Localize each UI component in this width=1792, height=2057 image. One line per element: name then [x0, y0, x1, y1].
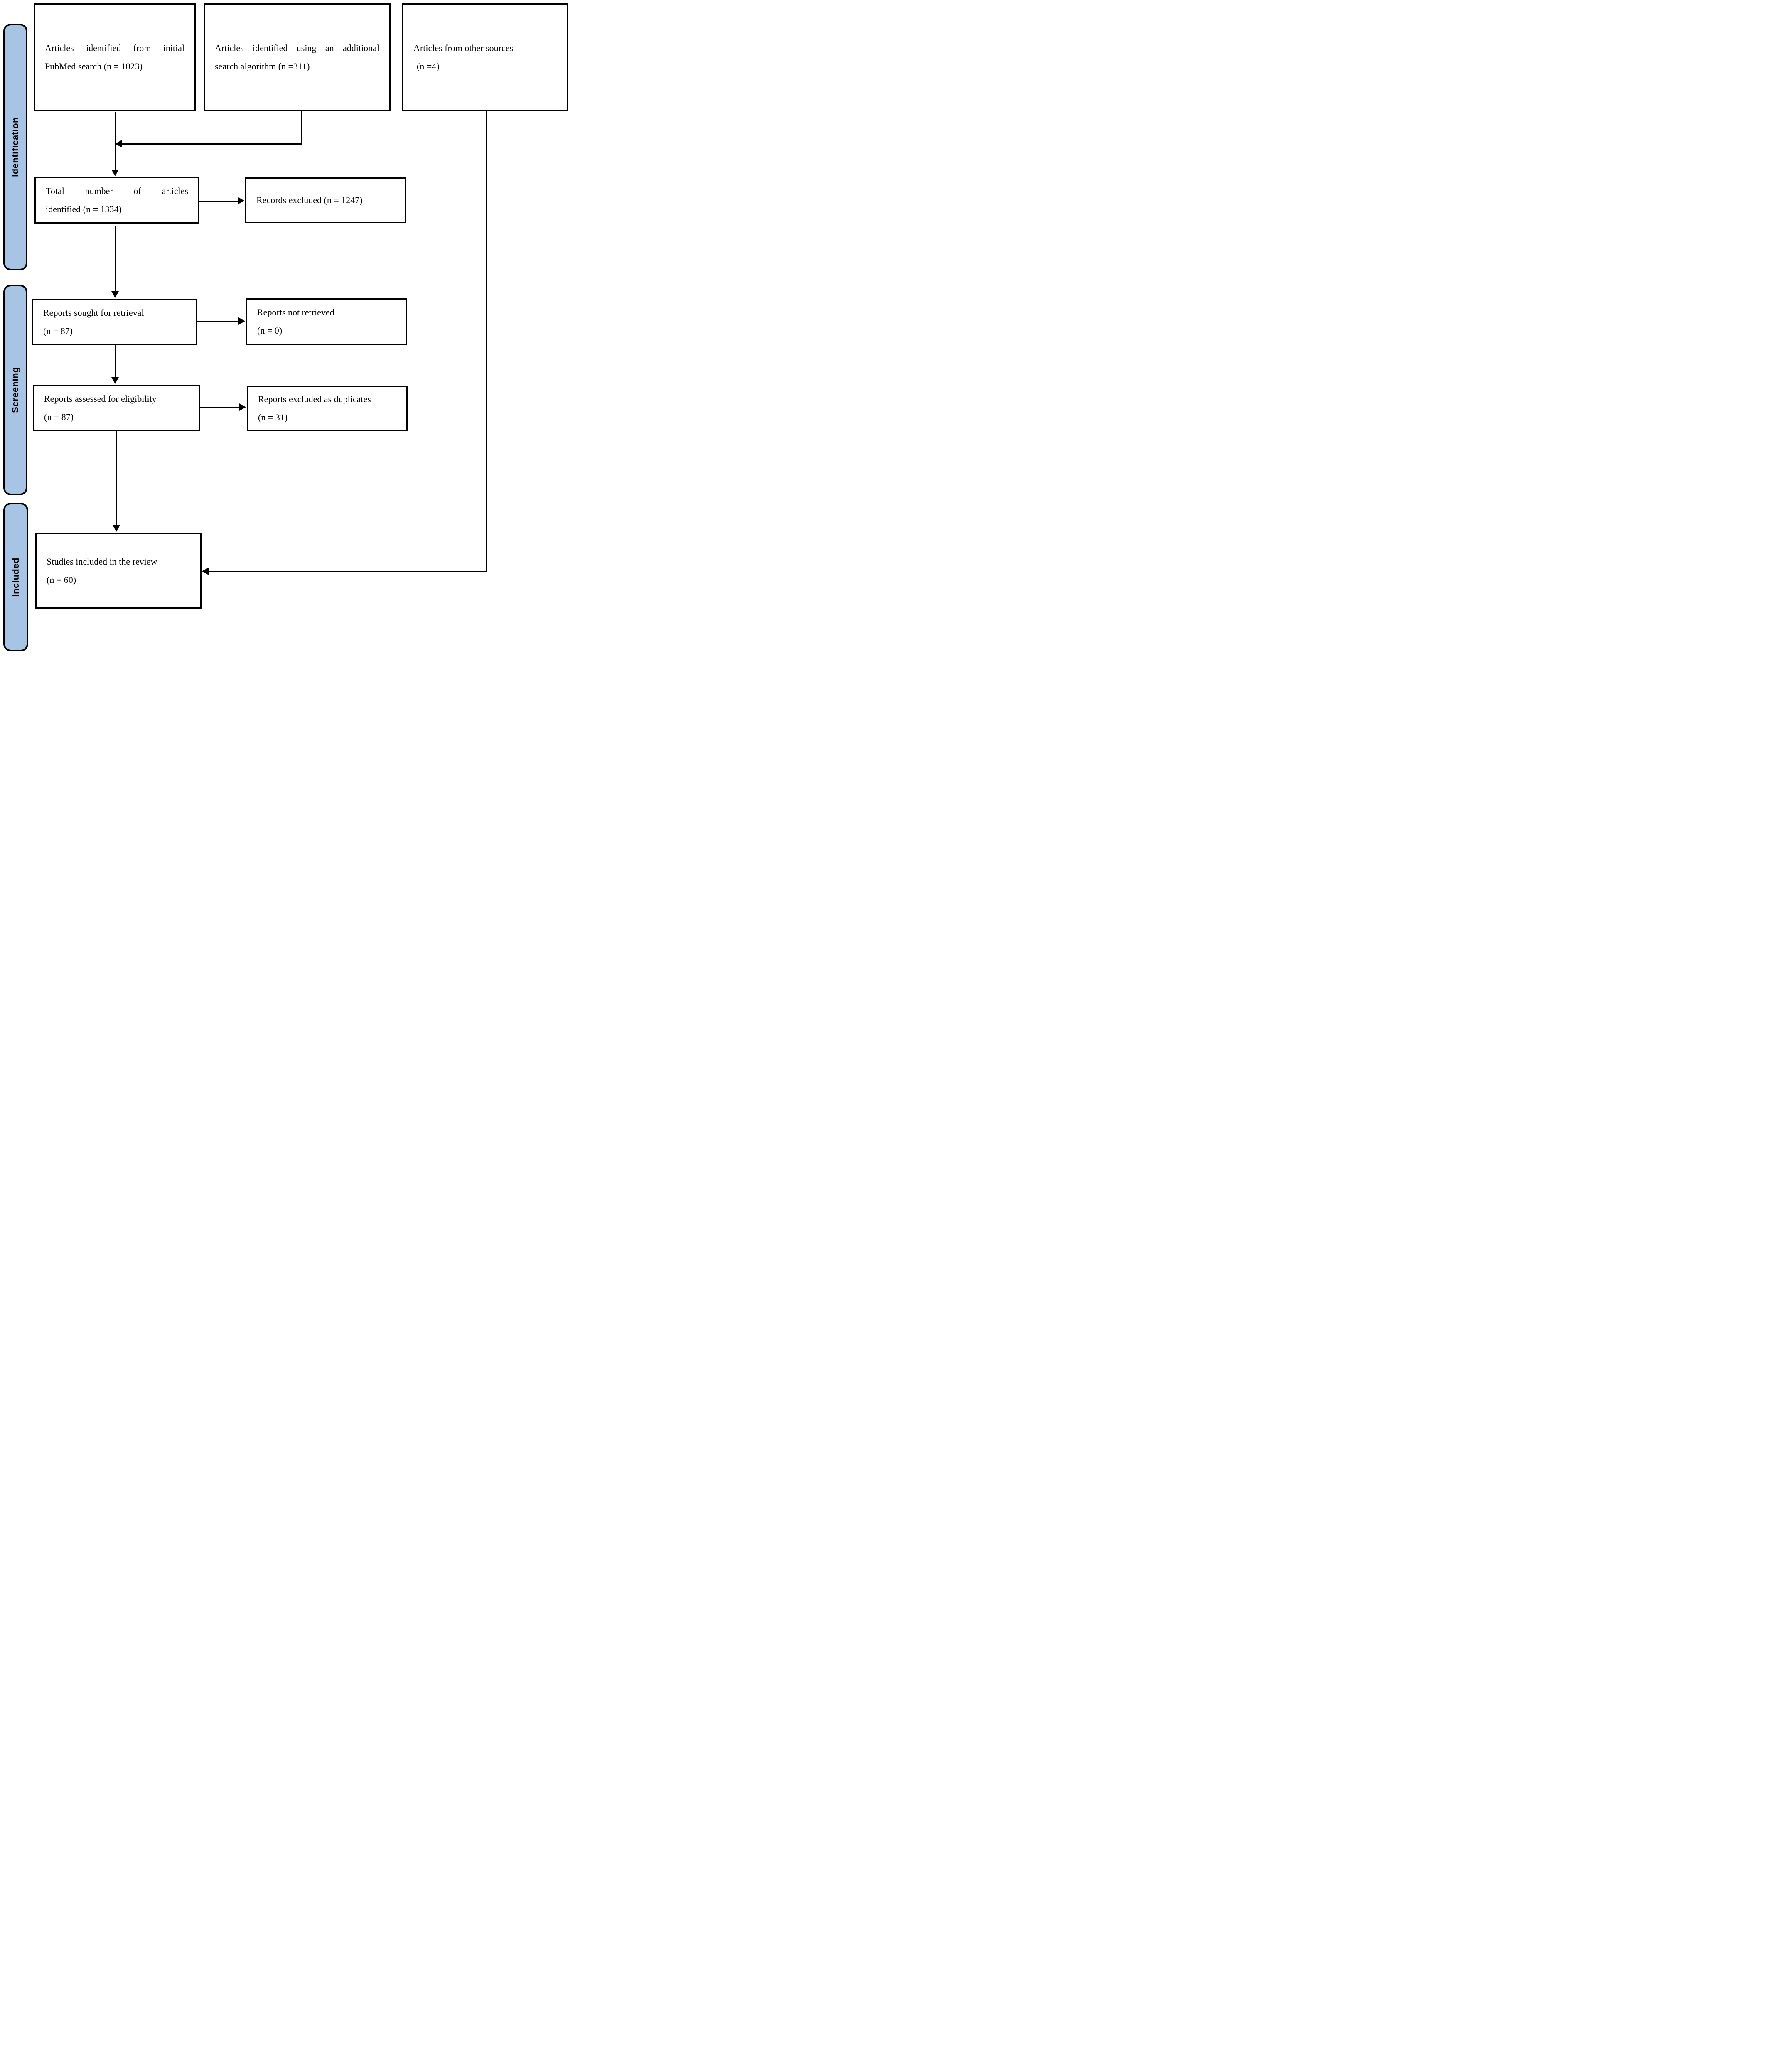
connector-othersources-horizontal — [208, 571, 487, 572]
box-text-line: Articles identified using an additional — [215, 43, 379, 53]
connector-algorithm-down — [301, 111, 302, 144]
box-text-line: (n = 31) — [258, 412, 288, 423]
box-text-line: Studies included in the review — [47, 556, 157, 567]
connector-assessed-to-duplicates — [200, 407, 239, 408]
box-text-line: (n = 0) — [257, 325, 283, 336]
box-text-line: Total number of articles — [46, 186, 188, 196]
stage-pill-screening: Screening — [3, 285, 27, 495]
box-text-line: Reports not retrieved — [257, 307, 334, 317]
stage-label-screening: Screening — [10, 367, 20, 413]
box-text-line: identified (n = 1334) — [46, 204, 122, 214]
box-reports-sought: Reports sought for retrieval (n = 87) — [32, 299, 197, 345]
connector-algorithm-horizontal — [121, 143, 302, 145]
box-text-line: (n =4) — [417, 61, 440, 71]
stage-label-identification: Identification — [10, 117, 20, 177]
box-records-excluded: Records excluded (n = 1247) — [245, 177, 406, 223]
box-text-line: Records excluded (n = 1247) — [256, 195, 363, 205]
arrowhead-right-icon — [238, 197, 244, 204]
connector-assessed-to-included — [116, 431, 117, 526]
box-text-line: (n = 60) — [47, 575, 76, 585]
box-text-line: Reports sought for retrieval — [43, 307, 144, 318]
box-additional-algorithm: Articles identified using an additional … — [204, 3, 391, 111]
stage-pill-included: Included — [3, 503, 28, 651]
box-total-identified: Total number of articles identified (n =… — [34, 177, 199, 224]
box-text-line: (n = 87) — [44, 411, 74, 422]
connector-total-to-sought — [115, 226, 116, 292]
box-reports-assessed: Reports assessed for eligibility (n = 87… — [33, 385, 200, 431]
stage-pill-identification: Identification — [3, 24, 27, 270]
box-other-sources: Articles from other sources (n =4) — [402, 3, 568, 111]
stage-label-included: Included — [10, 557, 21, 597]
arrowhead-down-icon — [113, 525, 120, 532]
box-pubmed-search: Articles identified from initial PubMed … — [34, 3, 196, 111]
arrowhead-down-icon — [111, 291, 119, 298]
connector-sought-to-notretrieved — [197, 321, 238, 322]
arrowhead-right-icon — [238, 317, 245, 325]
box-text-line: PubMed search (n = 1023) — [45, 61, 143, 71]
box-studies-included: Studies included in the review (n = 60) — [35, 533, 202, 609]
box-text-line: Reports excluded as duplicates — [258, 394, 371, 404]
box-reports-not-retrieved: Reports not retrieved (n = 0) — [246, 298, 407, 345]
connector-total-to-excluded — [199, 201, 238, 202]
box-text-line: Reports assessed for eligibility — [44, 393, 157, 404]
connector-sought-to-assessed — [115, 344, 116, 378]
box-text-line: Articles identified from initial — [45, 43, 184, 53]
arrowhead-down-icon — [111, 170, 119, 176]
box-text-line: search algorithm (n =311) — [215, 61, 310, 71]
box-text-line: (n = 87) — [43, 326, 73, 336]
box-reports-excluded-duplicates: Reports excluded as duplicates (n = 31) — [247, 386, 408, 431]
arrowhead-left-icon — [115, 140, 122, 147]
arrowhead-left-icon — [202, 568, 209, 575]
arrowhead-down-icon — [111, 377, 119, 384]
box-text-line: Articles from other sources — [413, 43, 514, 53]
prisma-flow-diagram: Identification Screening Included Articl… — [0, 0, 573, 658]
connector-othersources-down — [486, 111, 487, 572]
arrowhead-right-icon — [239, 403, 246, 411]
